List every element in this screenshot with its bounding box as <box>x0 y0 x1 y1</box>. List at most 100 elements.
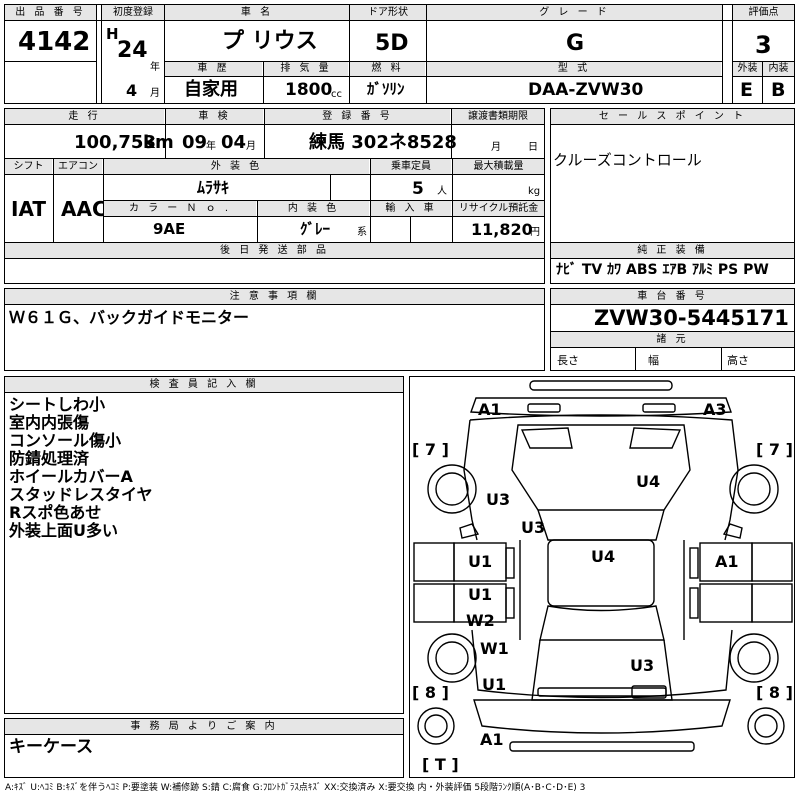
mark-hood: U4 <box>636 472 660 491</box>
first-reg-year-unit: 年 <box>150 62 160 73</box>
dims-height: 高さ <box>727 354 749 367</box>
bracket-rear-right: [ 8 ] <box>756 683 793 702</box>
equipment-value: ﾅﾋﾞ TV ｶﾜ ABS ｴｱB ｱﾙﾐ PS PW <box>556 262 769 278</box>
score-label: 評価点 <box>733 5 794 20</box>
office-block <box>4 718 404 778</box>
bracket-front-right: [ 7 ] <box>756 440 793 459</box>
car-damage-diagram: [ 7 ] [ 7 ] [ 8 ] [ 8 ] [ T ] A1 A3 U3 U… <box>412 380 793 774</box>
inspector-line: ホイールカバーA <box>9 467 133 486</box>
sales-point-label: セ ー ル ス ポ イ ン ト <box>551 109 794 124</box>
header-block <box>4 4 795 104</box>
mark-rear-bumper: A1 <box>480 730 504 749</box>
grade-value: G <box>566 31 585 56</box>
mark-right-front-door: A1 <box>715 552 739 571</box>
score-value: 3 <box>755 31 772 59</box>
mark-front-right: A3 <box>703 400 727 419</box>
mark-left-rear-quarter1: W2 <box>466 611 495 630</box>
legend-text: A:ｷｽﾞ U:ﾍｺﾐ B:ｷｽﾞを伴うﾍｺﾐ P:要塗装 W:補修跡 S:錆 … <box>5 783 586 793</box>
mileage-unit: km <box>143 132 174 153</box>
mark-left-pillar: U3 <box>521 518 545 537</box>
inspector-line: Rスポ色あせ <box>9 503 102 522</box>
model-label: 型 式 <box>427 62 721 76</box>
inspector-line: 室内内張傷 <box>9 413 90 432</box>
door-label: ドア形状 <box>350 5 426 20</box>
int-score: B <box>771 79 786 101</box>
ext-color-label: 外 装 色 <box>104 159 369 174</box>
first-reg-month-unit: 月 <box>150 88 160 99</box>
mileage-value: 100,753 <box>74 132 156 153</box>
displacement-label: 排 気 量 <box>264 62 348 76</box>
displacement-unit: cc <box>331 89 342 100</box>
transfer-month-unit: 月 <box>491 142 501 153</box>
bracket-front-left: [ 7 ] <box>412 440 449 459</box>
mark-left-rear-quarter2: W1 <box>480 639 509 658</box>
aircon-label: エアコン <box>54 159 102 174</box>
recycle-label: リサイクル預託金 <box>453 201 544 216</box>
capacity-label: 乗車定員 <box>371 159 451 174</box>
car-name: プ リウス <box>222 29 318 54</box>
bracket-rear-left: [ 8 ] <box>412 683 449 702</box>
int-color-unit: 系 <box>357 227 367 238</box>
sales-point-block <box>550 108 795 284</box>
inspector-block <box>4 376 404 714</box>
notes-value: Ｗ６１Ｇ、バックガイドモニター <box>9 308 250 327</box>
bracket-trunk: [ T ] <box>422 755 459 774</box>
lot-label: 出 品 番 号 <box>5 5 96 20</box>
fuel-value: ｶﾞｿﾘﾝ <box>367 80 405 98</box>
ext-color-value: ﾑﾗｻｷ <box>197 178 230 197</box>
chassis-value: ZVW30-5445171 <box>594 306 789 330</box>
inspection-month: 04 <box>221 132 247 153</box>
inspector-notes: シートしわ小 室内内張傷 コンソール傷小 防錆処理済 ホイールカバーA スタッド… <box>9 396 153 540</box>
transfer-label: 譲渡書類期限 <box>452 109 544 124</box>
recycle-unit: 円 <box>530 227 540 238</box>
displacement-value: 1800 <box>285 80 333 100</box>
mark-left-front-door: U1 <box>468 552 492 571</box>
fuel-label: 燃 料 <box>350 62 425 76</box>
chassis-label: 車 台 番 号 <box>551 289 794 304</box>
mark-left-front-fender: U3 <box>486 490 510 509</box>
color-no-value: 9AE <box>153 220 186 238</box>
dims-label: 諸 元 <box>551 332 794 347</box>
aircon-value: AAC <box>61 197 107 221</box>
shift-label: シフト <box>5 159 52 174</box>
notes-block <box>4 288 545 371</box>
first-reg-year: 24 <box>117 38 148 63</box>
recycle-value: 11,820 <box>471 220 533 239</box>
inspector-label: 検 査 員 記 入 欄 <box>5 377 403 392</box>
capacity-value: 5 <box>412 179 424 199</box>
mileage-label: 走 行 <box>5 109 164 124</box>
model-value: DAA-ZVW30 <box>528 80 644 100</box>
color-no-label: カ ラ ー Ｎ ｏ . <box>104 201 256 216</box>
max-load-unit: kg <box>528 186 541 197</box>
ext-score: E <box>740 79 753 101</box>
inspector-line: スタッドレスタイヤ <box>9 485 153 504</box>
dims-width: 幅 <box>648 354 659 367</box>
history-label: 車 歴 <box>165 62 262 76</box>
int-score-label: 内装 <box>763 62 794 76</box>
damage-diagram-frame <box>409 376 795 778</box>
door-value: 5D <box>375 31 409 56</box>
import-label: 輸 入 車 <box>371 201 451 216</box>
sales-point-value: クルーズコントロール <box>553 151 702 169</box>
inspector-line: 外装上面U多い <box>9 521 118 540</box>
inspector-line: シートしわ小 <box>9 395 106 414</box>
grade-label: グ レ ー ド <box>427 5 722 20</box>
first-reg-era: H <box>106 25 119 43</box>
first-reg-label: 初度登録 <box>102 5 164 20</box>
chassis-block <box>550 288 795 371</box>
inspection-year: 09 <box>182 132 208 153</box>
dims-length: 長さ <box>557 354 579 367</box>
inspector-line: 防錆処理済 <box>9 449 90 468</box>
lot-number: 4142 <box>18 27 91 57</box>
car-name-label: 車 名 <box>165 5 349 20</box>
ext-score-label: 外装 <box>733 62 762 76</box>
mark-roof: U4 <box>591 547 615 566</box>
mark-trunk: U3 <box>630 656 654 675</box>
first-reg-month: 4 <box>126 81 138 100</box>
max-load-label: 最大積載量 <box>453 159 544 174</box>
inspection-month-unit: 月 <box>246 141 256 152</box>
office-value: キーケース <box>9 737 94 757</box>
equipment-label: 純 正 装 備 <box>551 243 794 258</box>
office-label: 事 務 局 よ り ご 案 内 <box>5 719 403 734</box>
history-value: 自家用 <box>184 79 238 100</box>
